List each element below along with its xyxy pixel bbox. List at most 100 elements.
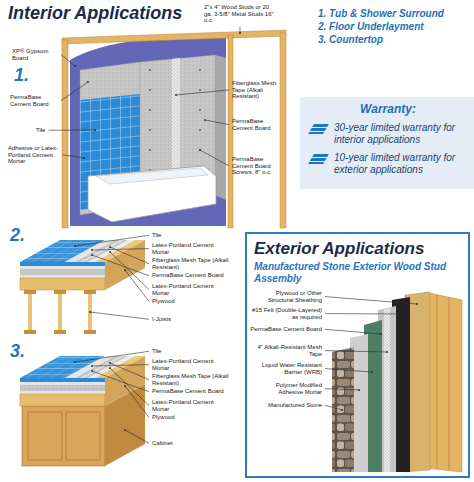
leader-line	[325, 405, 342, 410]
part-label: Fiberglass Mesh Tape (Alkali Resistant)	[152, 257, 230, 270]
leader-line	[110, 363, 149, 380]
leader-dot	[199, 149, 201, 151]
part-label: 2"x 4" Wood Studs or 20 ga. 3-5/8" Metal…	[204, 4, 278, 24]
part-label: PermaBase Cement Board	[10, 94, 58, 107]
part-label: Fiberglass Mesh Tape (Alkali Resistant)	[152, 373, 230, 386]
leader-dot	[400, 313, 402, 315]
leader-dot	[91, 249, 93, 251]
shower-wall-illustration-part	[88, 166, 216, 222]
part-label: Liquid Water Resistant Barrier (WRB)	[250, 362, 322, 375]
shower-wall-illustration-part	[149, 89, 151, 91]
leader-line	[125, 386, 149, 417]
leader-dot	[239, 32, 241, 34]
part-label: I-Joists	[152, 316, 171, 323]
leader-dot	[124, 385, 126, 387]
leader-line	[325, 329, 381, 334]
leader-line	[325, 351, 387, 352]
floor-illustration-part	[28, 290, 32, 332]
leader-dot	[74, 361, 76, 363]
node-heading: Exterior Applications	[254, 239, 461, 259]
part-label: #15 Felt (Double-Layered) as required	[250, 307, 322, 320]
node-text: 10-year limited warranty for exterior ap…	[308, 152, 468, 176]
leader-dot	[358, 389, 360, 391]
countertop-illustration-part	[20, 378, 105, 382]
leader-line	[61, 82, 88, 101]
leader-line	[110, 368, 149, 406]
shower-wall-illustration-part	[199, 109, 201, 111]
floor-illustration-part	[20, 269, 105, 275]
warranty-box: Warranty:30-year limited warranty for in…	[300, 97, 474, 189]
part-label: Plywood or Other Structural Sheathing	[250, 290, 322, 303]
leader-dot	[74, 245, 76, 247]
leader-dot	[124, 429, 126, 431]
part-label: Latex-Portland Cement Mortar	[152, 283, 230, 296]
part-label: Tile	[152, 232, 161, 239]
leader-dot	[83, 157, 85, 159]
callout-number: 3.	[10, 342, 25, 362]
part-label: Cabinet	[152, 440, 173, 447]
floor-illustration-part	[54, 290, 66, 294]
countertop-illustration-part	[20, 385, 105, 391]
part-label: Adhesive or Latex-Portland Cement Mortar	[8, 145, 60, 165]
leader-dot	[91, 254, 93, 256]
floor-illustration-part	[24, 290, 36, 294]
leader-dot	[386, 351, 388, 353]
floor-illustration-part	[54, 330, 66, 334]
leader-line	[125, 270, 149, 301]
leader-line	[110, 252, 149, 290]
exterior-wall-illustration	[332, 292, 462, 472]
shower-wall-illustration	[62, 30, 286, 228]
leader-dot	[109, 251, 111, 253]
leader-line	[205, 120, 229, 125]
callout-number: 2.	[10, 226, 25, 246]
part-label: PermaBase Cement Board	[232, 118, 276, 131]
part-label: PermaBase Cement Board	[250, 326, 322, 333]
floor-illustration-part	[20, 266, 105, 269]
leader-line	[75, 235, 149, 246]
floor-illustration-part	[20, 278, 105, 290]
leader-dot	[109, 246, 111, 248]
leader-dot	[74, 65, 76, 67]
part-label: Fiberglass Mesh Tape (Alkali Resistant)	[232, 80, 276, 100]
exterior-wall-illustration-part	[384, 308, 390, 472]
exterior-wall-illustration-part	[449, 297, 450, 470]
shower-wall-illustration-part	[96, 168, 208, 184]
countertop-illustration-part	[66, 412, 100, 460]
leader-line	[110, 247, 149, 264]
page-title: Interior Applications	[8, 4, 182, 24]
leader-dot	[109, 362, 111, 364]
shower-wall-illustration-part	[149, 129, 151, 131]
part-label: PermaBase Cement Board	[152, 272, 224, 279]
part-label: XP® Gypsum Board	[12, 48, 58, 61]
leader-line	[90, 312, 149, 319]
leader-dot	[91, 370, 93, 372]
countertop-illustration	[20, 356, 145, 466]
floor-illustration-part	[24, 330, 36, 334]
leader-line	[92, 371, 149, 392]
leader-line	[325, 313, 401, 314]
floor-illustration-part	[20, 262, 105, 266]
shower-wall-illustration-part	[62, 40, 68, 228]
countertop-illustration-part	[20, 391, 105, 394]
floor-illustration-part	[84, 290, 96, 294]
leader-line	[48, 130, 95, 131]
floor-illustration-part	[20, 275, 105, 278]
leader-line	[92, 249, 149, 250]
leader-line	[125, 430, 149, 443]
part-label: Tile	[152, 348, 161, 355]
application-item: 1. Tub & Shower Surround	[318, 8, 444, 19]
leader-line	[92, 255, 149, 276]
countertop-illustration-part	[22, 406, 105, 466]
leader-line	[92, 365, 149, 366]
part-label: Plywood	[152, 414, 175, 421]
shower-wall-illustration-part	[199, 129, 201, 131]
leader-dot	[94, 129, 96, 131]
callout-number: 1.	[14, 66, 29, 86]
shower-wall-illustration-part	[149, 109, 151, 111]
countertop-illustration-part	[20, 382, 105, 385]
leader-dot	[87, 81, 89, 83]
shower-wall-illustration-part	[280, 33, 286, 228]
shower-wall-illustration-part	[149, 149, 151, 151]
leader-dot	[341, 409, 343, 411]
